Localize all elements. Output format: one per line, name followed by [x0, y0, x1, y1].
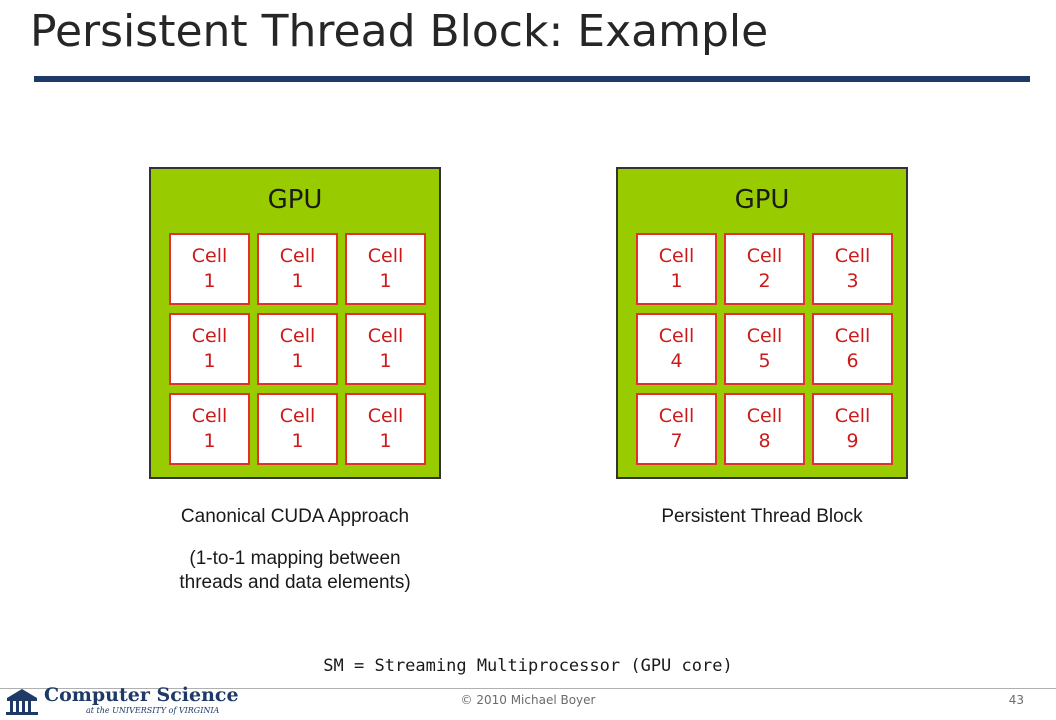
cell-number: 3 [846, 270, 859, 292]
cell-word: Cell [746, 245, 783, 267]
cell-box: Cell 1 [345, 393, 426, 465]
cell-box: Cell 1 [636, 233, 717, 305]
cell-box: Cell 3 [812, 233, 893, 305]
cell-box: Cell 5 [724, 313, 805, 385]
cell-number: 1 [670, 270, 683, 292]
cell-number: 2 [758, 270, 771, 292]
cell-box: Cell 1 [257, 233, 338, 305]
cell-box: Cell 1 [257, 313, 338, 385]
cell-box: Cell 7 [636, 393, 717, 465]
cell-number: 8 [758, 430, 771, 452]
cell-grid: Cell 1 Cell 1 Cell 1 Cell 1 Cell 1 Cell 1 Cell… [169, 233, 426, 465]
cell-number: 1 [379, 350, 392, 372]
cell-number: 1 [379, 270, 392, 292]
cell-box: Cell 4 [636, 313, 717, 385]
sm-footnote: SM = Streaming Multiprocessor (GPU core) [323, 656, 733, 676]
cell-word: Cell [746, 405, 783, 427]
cell-box: Cell 1 [169, 313, 250, 385]
cell-number: 9 [846, 430, 859, 452]
page-number: 43 [1008, 693, 1024, 707]
cell-word: Cell [279, 405, 316, 427]
cell-box: Cell 8 [724, 393, 805, 465]
caption-canonical: Canonical CUDA Approach [180, 506, 410, 527]
cell-number: 6 [846, 350, 859, 372]
cell-number: 1 [203, 430, 216, 452]
cell-word: Cell [367, 245, 404, 267]
cell-number: 1 [291, 270, 304, 292]
cell-word: Cell [367, 405, 404, 427]
cell-word: Cell [367, 325, 404, 347]
cell-box: Cell 1 [345, 313, 426, 385]
caption-detail-line-1: (1-to-1 mapping between [189, 548, 401, 569]
uva-cs-logo: Computer Science at the UNIVERSITY of VI… [4, 684, 239, 718]
cell-word: Cell [658, 325, 695, 347]
cell-box: Cell 2 [724, 233, 805, 305]
cell-box: Cell 1 [169, 393, 250, 465]
title-underline [34, 76, 1030, 82]
cell-word: Cell [191, 325, 228, 347]
cell-number: 5 [758, 350, 771, 372]
caption-canonical-detail: (1-to-1 mapping between threads and data… [120, 547, 470, 595]
caption-persistent: Persistent Thread Block [661, 506, 863, 527]
cell-box: Cell 1 [257, 393, 338, 465]
logo-title: Computer Science [44, 684, 239, 706]
cell-number: 1 [203, 270, 216, 292]
cell-number: 1 [379, 430, 392, 452]
cell-word: Cell [191, 245, 228, 267]
cell-word: Cell [834, 245, 871, 267]
cell-word: Cell [834, 405, 871, 427]
cell-word: Cell [191, 405, 228, 427]
cell-number: 1 [291, 350, 304, 372]
cell-word: Cell [279, 245, 316, 267]
cell-box: Cell 1 [345, 233, 426, 305]
slide-title: Persistent Thread Block: Example [30, 6, 769, 57]
gpu-label: GPU [267, 185, 323, 215]
gpu-box-canonical: GPU Cell 1 Cell 1 Cell 1 Cell 1 Cell 1 Cell 1 … [149, 167, 441, 479]
copyright: © 2010 Michael Boyer [460, 693, 596, 707]
cell-word: Cell [279, 325, 316, 347]
footer-divider [0, 688, 1056, 689]
rotunda-icon [6, 689, 38, 715]
cell-box: Cell 1 [169, 233, 250, 305]
cell-number: 1 [291, 430, 304, 452]
cell-box: Cell 6 [812, 313, 893, 385]
cell-word: Cell [658, 405, 695, 427]
logo-subtitle: at the UNIVERSITY of VIRGINIA [86, 706, 220, 715]
gpu-label: GPU [734, 185, 790, 215]
gpu-box-persistent: GPU Cell 1 Cell 2 Cell 3 Cell 4 Cell 5 Cell 6 … [616, 167, 908, 479]
cell-word: Cell [658, 245, 695, 267]
cell-word: Cell [834, 325, 871, 347]
cell-number: 1 [203, 350, 216, 372]
cell-word: Cell [746, 325, 783, 347]
caption-detail-line-2: threads and data elements) [179, 572, 411, 593]
cell-number: 7 [670, 430, 683, 452]
cell-box: Cell 9 [812, 393, 893, 465]
cell-grid: Cell 1 Cell 2 Cell 3 Cell 4 Cell 5 Cell 6 Cell… [636, 233, 893, 465]
cell-number: 4 [670, 350, 683, 372]
